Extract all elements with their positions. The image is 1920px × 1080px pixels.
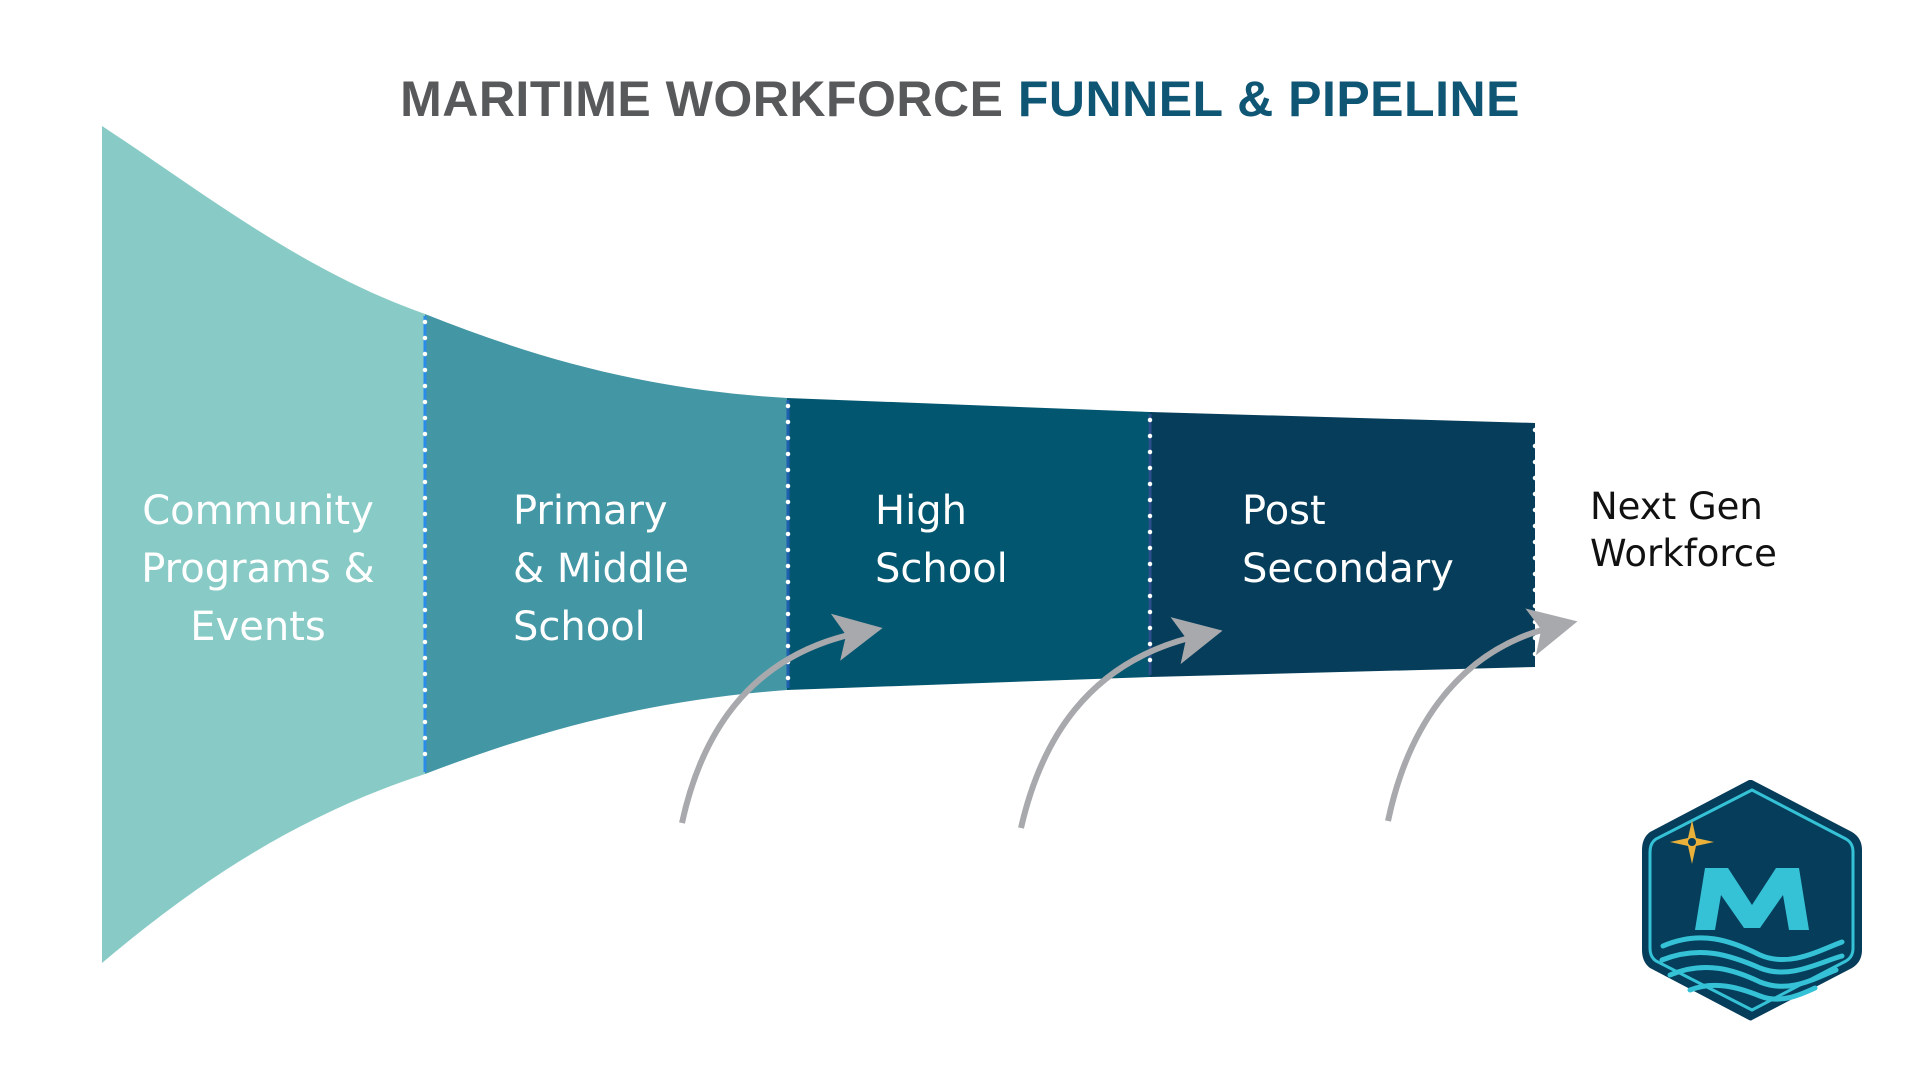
- stage-label-line: Events: [190, 604, 326, 650]
- stage-label-line: Post: [1242, 488, 1326, 534]
- funnel-segment-community: [102, 126, 425, 963]
- stage-label-line: Primary: [513, 488, 668, 534]
- outcome-label-next-gen-workforce: Next Gen Workforce: [1590, 483, 1777, 577]
- funnel-segment-primary-middle: [425, 314, 787, 774]
- stage-label-line: & Middle: [513, 546, 690, 592]
- stage-label-line: Community: [142, 488, 374, 534]
- stage-label-community: Community Programs & Events: [138, 482, 378, 656]
- entry-arrow-2-icon: [1018, 617, 1223, 829]
- title-part-2: FUNNEL & PIPELINE: [1017, 71, 1520, 127]
- stage-label-line: School: [513, 604, 646, 650]
- stage-label-line: Secondary: [1242, 546, 1454, 592]
- stage-label-high-school: High School: [875, 482, 1008, 598]
- compass-star-icon: [1670, 820, 1714, 864]
- outcome-label-line: Next Gen: [1590, 485, 1763, 528]
- page-title: MARITIME WORKFORCE FUNNEL & PIPELINE: [0, 70, 1920, 128]
- maritime-logo: [1642, 780, 1862, 1021]
- funnel-segment-post-secondary: [1150, 412, 1535, 677]
- entry-arrow-3-icon: [1385, 608, 1578, 822]
- stage-label-line: School: [875, 546, 1008, 592]
- entry-arrow-1-icon: [679, 613, 883, 824]
- outcome-label-line: Workforce: [1590, 532, 1777, 575]
- stage-label-line: Programs &: [141, 546, 375, 592]
- stage-label-post-secondary: Post Secondary: [1242, 482, 1454, 598]
- logo-m-letter: [1695, 868, 1809, 930]
- stage-label-primary-middle: Primary & Middle School: [513, 482, 689, 656]
- stage-label-line: High: [875, 488, 967, 534]
- title-part-1: MARITIME WORKFORCE: [400, 71, 1018, 127]
